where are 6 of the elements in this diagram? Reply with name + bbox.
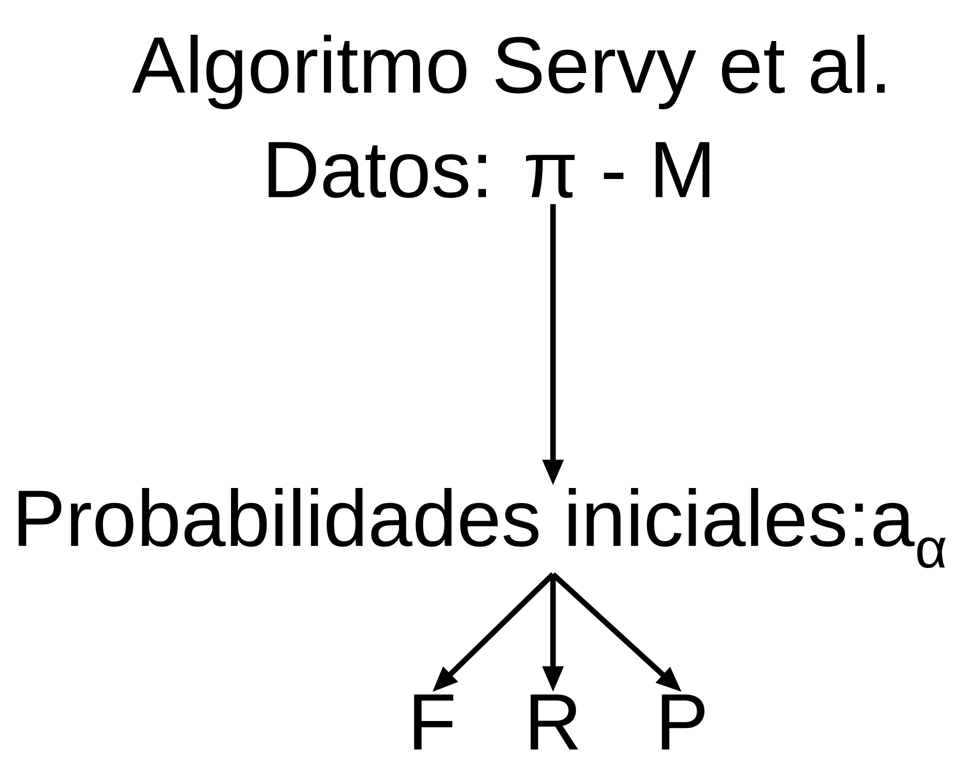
text-label: Datos: π - M xyxy=(268,142,710,198)
letter-label: F xyxy=(414,694,454,750)
letter-label: P xyxy=(662,694,704,750)
title: Algoritmo Servy et al. xyxy=(132,34,885,110)
letter-label: R xyxy=(530,694,578,750)
text-label: Probabilidades iniciales:a$_{α}$ xyxy=(18,488,946,568)
